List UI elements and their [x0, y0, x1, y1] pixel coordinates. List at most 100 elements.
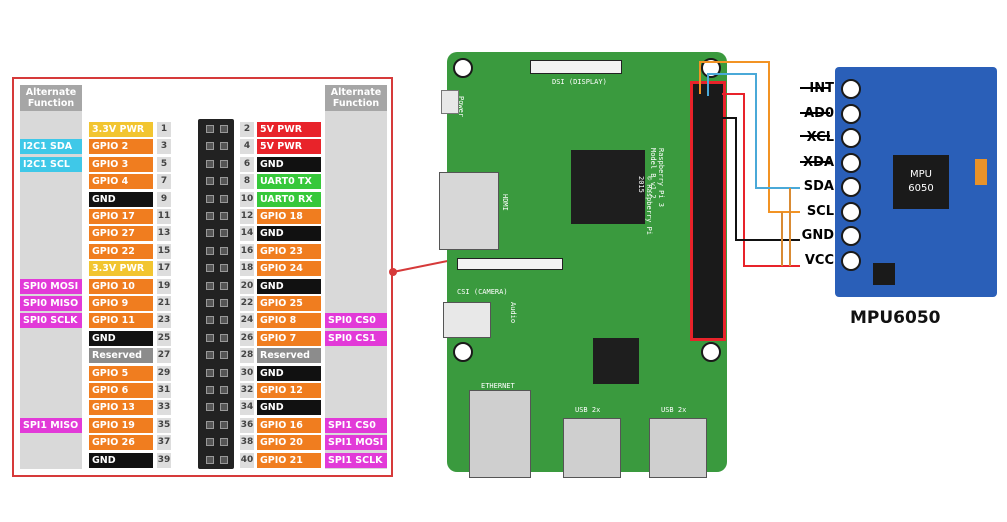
left-alt-header: Alternate Function — [20, 85, 82, 111]
left-alt-label: SPI0 SCLK — [20, 313, 82, 329]
header-pin — [220, 386, 228, 394]
header-pin — [220, 403, 228, 412]
header-pin — [206, 316, 214, 325]
gpio-header-strip — [198, 119, 234, 469]
right-pin-number: 2 — [240, 122, 254, 137]
mpu-pin-label: VCC — [804, 252, 834, 268]
mpu-pin-hole — [841, 128, 861, 148]
rpi-gpio-header — [690, 81, 726, 341]
right-pin-label: GPIO 12 — [257, 383, 321, 398]
header-pin — [220, 229, 228, 238]
mpu-pin-hole — [841, 177, 861, 197]
left-pin-label: GPIO 19 — [89, 417, 153, 433]
left-pin-number: 19 — [157, 278, 171, 294]
header-pin — [220, 281, 228, 290]
dsi-connector — [530, 60, 622, 74]
mount-hole — [701, 342, 721, 362]
header-pin — [206, 403, 214, 412]
raspberry-pi-board: DSI (DISPLAY) Power HDMI CSI (CAMERA) Au… — [439, 52, 727, 478]
right-pin-number: 34 — [240, 400, 254, 416]
right-pin-number: 8 — [240, 174, 254, 190]
right-pin-number: 36 — [240, 417, 254, 433]
mpu-title: MPU6050 — [850, 308, 941, 328]
left-alt-label: I2C1 SDA — [20, 139, 82, 155]
mpu-pin-hole — [841, 79, 861, 99]
header-pin — [220, 333, 228, 342]
header-pin — [206, 212, 214, 220]
right-pin-number: 32 — [240, 383, 254, 398]
right-pin-number: 18 — [240, 261, 254, 277]
right-pin-number: 38 — [240, 435, 254, 451]
header-pin — [220, 438, 228, 447]
right-alt-label: SPI1 CS0 — [325, 417, 387, 433]
mount-hole — [453, 342, 473, 362]
dsi-label: DSI (DISPLAY) — [552, 78, 607, 86]
mount-hole — [453, 58, 473, 78]
mpu-pin-label: SCL — [806, 203, 834, 219]
usb1-label: USB 2x — [575, 406, 601, 414]
left-pin-label: 3.3V PWR — [89, 122, 153, 137]
right-pin-number: 30 — [240, 365, 254, 381]
header-pin — [206, 386, 214, 394]
wire-orange — [699, 61, 800, 213]
header-pin — [220, 142, 228, 151]
left-alt-label: SPI0 MISO — [20, 296, 82, 311]
left-alt-label: I2C1 SCL — [20, 156, 82, 172]
pointer-dot-left — [389, 268, 397, 276]
csi-connector — [457, 258, 563, 270]
right-pin-number: 14 — [240, 226, 254, 242]
mpu-pin-label: SDA — [803, 179, 834, 194]
left-pin-label: GPIO 17 — [89, 209, 153, 224]
right-pin-label: 5V PWR — [257, 122, 321, 137]
right-pin-label: GPIO 23 — [257, 243, 321, 259]
left-pin-label: 3.3V PWR — [89, 261, 153, 277]
mpu-pin-label: INT — [809, 81, 834, 96]
right-pin-label: GND — [257, 156, 321, 172]
right-pin-label: GPIO 20 — [257, 435, 321, 451]
left-pin-number: 31 — [157, 383, 171, 398]
left-pin-number: 33 — [157, 400, 171, 416]
right-pin-label: GPIO 18 — [257, 209, 321, 224]
right-pin-number: 10 — [240, 191, 254, 207]
left-pin-number: 29 — [157, 365, 171, 381]
header-pin — [206, 438, 214, 447]
header-pin — [206, 229, 214, 238]
right-pin-label: GPIO 25 — [257, 296, 321, 311]
left-pin-label: Reserved — [89, 348, 153, 364]
header-pin — [206, 264, 214, 273]
header-pin — [206, 125, 214, 133]
hdmi-port — [439, 172, 499, 250]
right-pin-label: Reserved — [257, 348, 321, 364]
ethernet-port — [469, 390, 531, 478]
wire-blue — [707, 73, 800, 189]
header-pin — [206, 281, 214, 290]
right-alt-column — [325, 85, 387, 469]
right-pin-number: 26 — [240, 330, 254, 346]
pinout-panel: Alternate Function Alternate Function 3.… — [12, 77, 393, 477]
header-pin — [206, 351, 214, 360]
right-pin-number: 6 — [240, 156, 254, 172]
right-pin-label: GND — [257, 278, 321, 294]
wire-black — [722, 117, 800, 241]
left-pin-number: 39 — [157, 452, 171, 468]
soc-chip — [571, 150, 645, 224]
wire-red — [722, 93, 800, 267]
right-alt-header: Alternate Function — [325, 85, 387, 111]
left-pin-label: GPIO 2 — [89, 139, 153, 155]
left-pin-number: 35 — [157, 417, 171, 433]
left-pin-label: GPIO 4 — [89, 174, 153, 190]
right-alt-label: SPI1 SCLK — [325, 452, 387, 468]
usb2-label: USB 2x — [661, 406, 687, 414]
left-pin-number: 37 — [157, 435, 171, 451]
right-pin-number: 4 — [240, 139, 254, 155]
right-pin-number: 24 — [240, 313, 254, 329]
left-pin-label: GPIO 22 — [89, 243, 153, 259]
left-pin-label: GPIO 13 — [89, 400, 153, 416]
right-alt-label: SPI0 CS0 — [325, 313, 387, 329]
header-pin — [220, 246, 228, 255]
mpu-pin-label: XCL — [806, 130, 834, 145]
chip-label-2: 6050 — [908, 183, 934, 194]
right-pin-number: 22 — [240, 296, 254, 311]
header-pin — [220, 194, 228, 203]
usb-port-1 — [563, 418, 621, 478]
